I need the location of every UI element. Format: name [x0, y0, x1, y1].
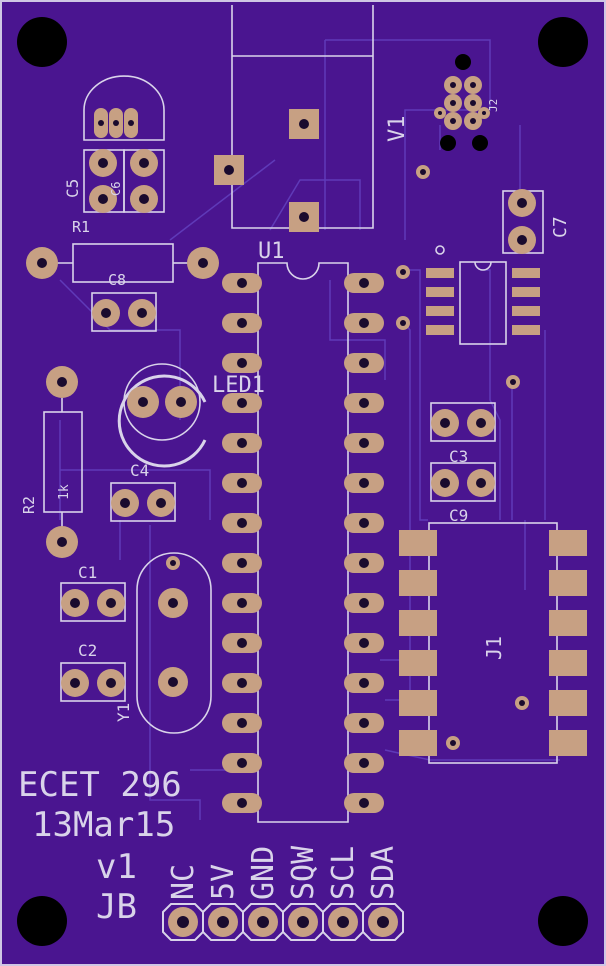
vias	[166, 165, 529, 750]
led1: LED1	[117, 363, 265, 468]
j1-label: J1	[482, 636, 506, 660]
transistor	[83, 75, 165, 141]
j1-smd-pad	[549, 730, 587, 756]
u1-pin-pad	[344, 633, 384, 653]
u1-pin-pad	[222, 633, 262, 653]
c9-capacitor: C9	[430, 462, 496, 525]
c3-capacitor: C3	[430, 402, 496, 466]
header-pin-label: SCL	[326, 846, 361, 900]
u1-pin-pad	[222, 473, 262, 493]
u1-pin-pad	[344, 513, 384, 533]
header-pin-pad	[242, 903, 284, 941]
j1-smd-pad	[549, 610, 587, 636]
board-text-line1: ECET 296	[18, 765, 182, 805]
c4-label: C4	[130, 461, 149, 480]
mounting-hole-bottom-right	[538, 896, 588, 946]
j2-label: J2	[487, 99, 500, 112]
u1-pin-pad	[222, 793, 262, 813]
y1-label: Y1	[114, 703, 133, 722]
u1-pin-pad	[222, 753, 262, 773]
c1-capacitor: C1	[60, 563, 126, 622]
j1-smd-pad	[549, 690, 587, 716]
v1-regulator: V1	[214, 5, 410, 232]
c8-capacitor: C8	[91, 271, 157, 332]
j1-smd-pad	[549, 650, 587, 676]
mounting-hole-top-right	[538, 17, 588, 67]
c4-capacitor: C4	[110, 461, 176, 522]
header-pin-pad	[362, 903, 404, 941]
u1-microcontroller: U1	[222, 239, 384, 823]
c7-capacitor: C7	[502, 189, 571, 254]
r1-label: R1	[72, 218, 90, 236]
r2-value-label: 1k	[57, 484, 72, 500]
mounting-hole-bottom-left	[17, 896, 67, 946]
header-pin-label: NC	[166, 864, 201, 900]
u1-pin-pad	[344, 793, 384, 813]
header-pin-label: SQW	[286, 845, 321, 900]
u1-pin-pad	[344, 353, 384, 373]
u1-pin-pad	[222, 433, 262, 453]
u1-pin-pad	[222, 313, 262, 333]
u1-pin-pad	[344, 313, 384, 333]
j2-connector: J2	[434, 54, 500, 151]
c5-label: C5	[63, 179, 82, 198]
j1-smd-pad	[399, 610, 437, 636]
u1-pin-pad	[344, 753, 384, 773]
header-pin-label: GND	[246, 846, 281, 900]
u1-pin-pad	[222, 353, 262, 373]
u1-pin-pad	[344, 393, 384, 413]
c6-label: C6	[109, 182, 123, 196]
u1-pin-pad	[344, 473, 384, 493]
u1-pin-pad	[222, 593, 262, 613]
board-text-line4: JB	[96, 887, 137, 927]
c5-c6-capacitors: C5 C6	[63, 149, 165, 213]
c2-capacitor: C2	[60, 641, 126, 702]
j1-smd-pad	[399, 690, 437, 716]
u1-pin-pad	[222, 273, 262, 293]
c8-label: C8	[108, 271, 126, 289]
j1-smd-pad	[399, 730, 437, 756]
u1-pin-pad	[222, 713, 262, 733]
j1-connector: J1	[399, 522, 587, 764]
header-pin-label: SDA	[366, 846, 401, 900]
u1-pin-pad	[344, 433, 384, 453]
header-pin-pad	[202, 903, 244, 941]
v1-label: V1	[385, 116, 410, 143]
c2-label: C2	[78, 641, 97, 660]
mounting-hole-top-left	[17, 17, 67, 67]
j1-smd-pad	[399, 570, 437, 596]
u1-pin-pad	[222, 673, 262, 693]
board-text: ECET 296 13Mar15 v1 JB	[18, 765, 182, 927]
c9-label: C9	[449, 506, 468, 525]
r2-label: R2	[20, 496, 38, 514]
u1-pin-pad	[222, 393, 262, 413]
u1-pin-pad	[344, 553, 384, 573]
j1-smd-pad	[549, 530, 587, 556]
j1-smd-pad	[399, 650, 437, 676]
y1-crystal: Y1	[114, 552, 212, 734]
c1-label: C1	[78, 563, 97, 582]
j1-smd-pad	[549, 570, 587, 596]
u1-pin-pad	[344, 713, 384, 733]
board-text-line3: v1	[96, 847, 137, 887]
j1-smd-pad	[399, 530, 437, 556]
u1-pin-pad	[344, 673, 384, 693]
u1-pin-pad	[222, 513, 262, 533]
c7-label: C7	[550, 216, 571, 238]
c3-label: C3	[449, 447, 468, 466]
board-text-line2: 13Mar15	[32, 805, 175, 845]
u1-pin-pad	[344, 593, 384, 613]
u1-pin-pad	[344, 273, 384, 293]
r1-resistor: R1	[26, 218, 219, 283]
header-pin-label: 5V	[206, 864, 241, 900]
soic-chip	[426, 245, 540, 345]
u1-pin-pad	[222, 553, 262, 573]
r2-resistor: 1k R2	[20, 366, 83, 558]
u1-label: U1	[258, 239, 285, 264]
